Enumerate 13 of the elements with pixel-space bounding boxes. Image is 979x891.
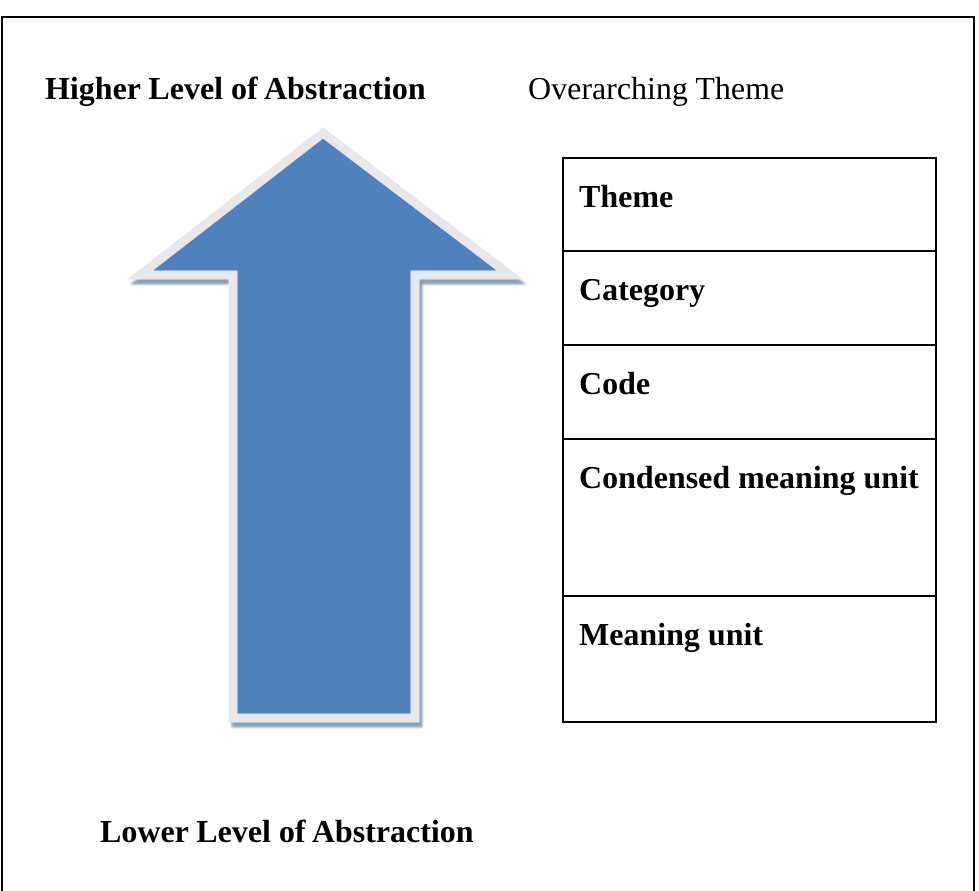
axis-label: Lower Level of Abstraction [100, 812, 474, 850]
level-name: Theme [579, 177, 674, 216]
heading: Overarching Theme [528, 69, 784, 107]
level-box [562, 344, 937, 440]
level-box [562, 595, 937, 723]
level-box [562, 157, 937, 252]
level-box [562, 438, 937, 597]
axis-label: Higher Level of Abstraction [45, 69, 426, 107]
level-name: Category [579, 270, 706, 310]
level-box [562, 250, 937, 346]
level-name: Code [579, 364, 652, 403]
level-name: Meaning unit [579, 615, 764, 654]
level-name: Condensed meaning unit [579, 458, 920, 498]
